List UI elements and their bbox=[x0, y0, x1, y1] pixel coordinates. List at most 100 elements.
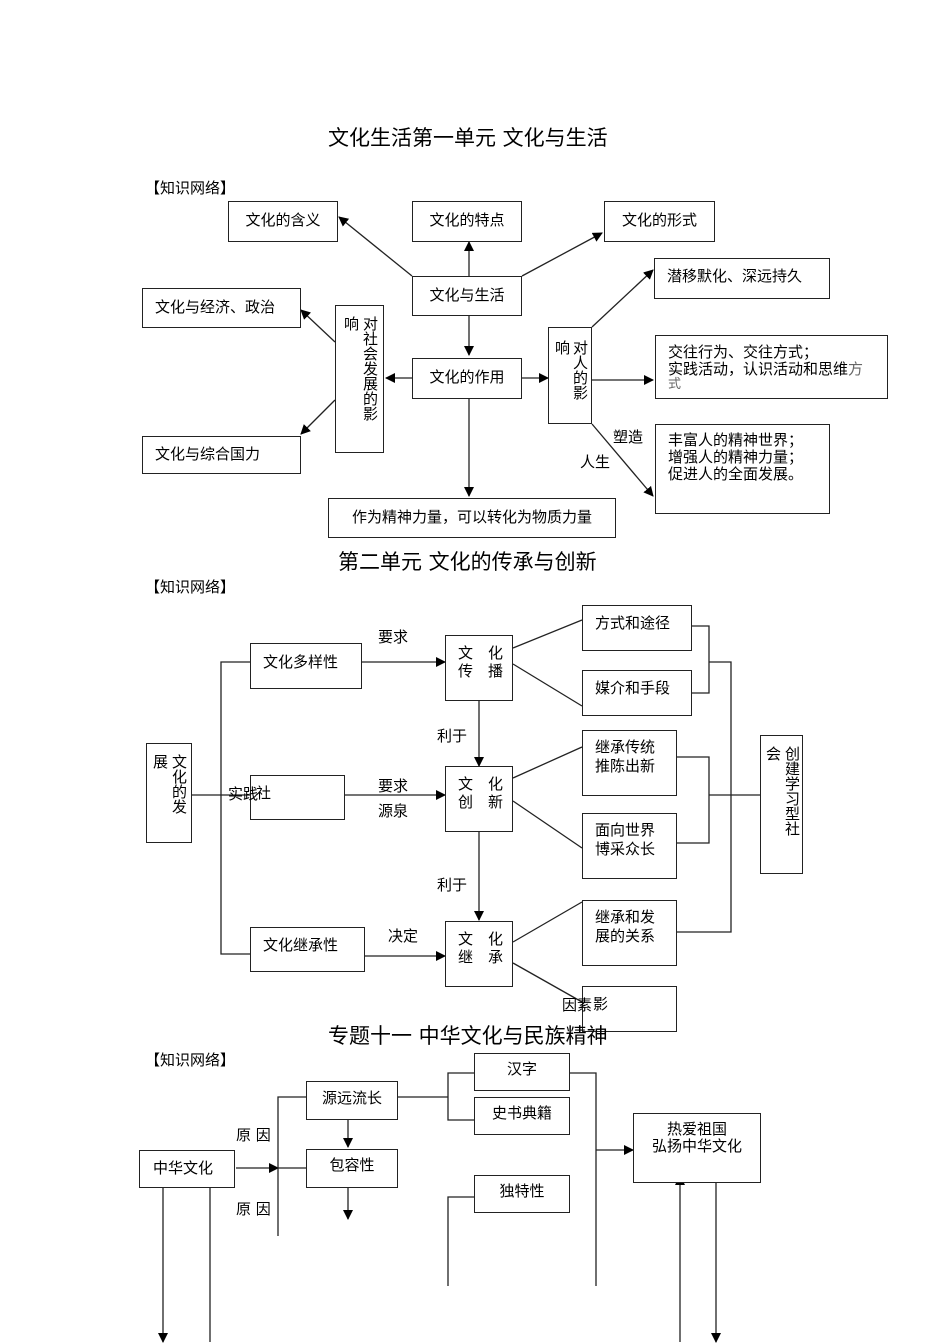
section1-title: 文化生活第一单元 文化与生活 bbox=[328, 126, 608, 150]
node-text: 交往行为、交往方式； bbox=[668, 343, 819, 361]
node-text: 文化的发 bbox=[170, 754, 188, 814]
node-culture-life: 文化与生活 bbox=[412, 276, 522, 316]
line-innov-world bbox=[512, 800, 583, 849]
node-text: 文化的特点 bbox=[429, 211, 505, 229]
node-text: 对社会发展的影 bbox=[361, 316, 379, 421]
node-text: 文化与经济、政治 bbox=[155, 298, 276, 316]
line-inherit-relation bbox=[512, 901, 583, 943]
node-text: 方式和途径 bbox=[595, 614, 671, 632]
node-face-world: 面向世界 博采众长 bbox=[582, 813, 677, 879]
node-text: 弘扬中华文化 bbox=[651, 1137, 742, 1155]
node-text: 社 bbox=[256, 784, 272, 802]
node-text: 包容性 bbox=[329, 1156, 375, 1174]
node-influence-factors: 影 bbox=[582, 986, 677, 1032]
node-text-line2: 实践活动，认识活动和思维方 bbox=[668, 360, 863, 378]
arrow-person-to-subtle bbox=[591, 269, 654, 328]
node-text: 博采众长 bbox=[595, 840, 656, 858]
node-text: 创 新 bbox=[458, 793, 504, 811]
edge-label-reason-1: 原 因 bbox=[236, 1126, 271, 1144]
node-text: 面向世界 bbox=[595, 821, 656, 839]
arrow-person-to-spirit bbox=[591, 423, 654, 497]
edge-label-shape: 塑造 bbox=[613, 428, 644, 446]
node-text: 独特性 bbox=[499, 1182, 545, 1200]
node-heritage: 文化继承性 bbox=[250, 927, 365, 972]
node-media: 媒介和手段 bbox=[582, 670, 692, 716]
node-text: 继 承 bbox=[458, 948, 504, 966]
node-text: 继承和发 bbox=[595, 908, 656, 926]
node-text: 影 bbox=[593, 995, 609, 1013]
node-text: 文化继承性 bbox=[263, 936, 339, 954]
node-text: 文 化 bbox=[458, 644, 504, 662]
trunk-right bbox=[677, 661, 732, 933]
node-text: 源远流长 bbox=[321, 1089, 382, 1107]
node-text: 丰富人的精神世界； bbox=[668, 431, 804, 449]
edge-label-decide: 决定 bbox=[388, 927, 419, 945]
line-innov-trad bbox=[512, 746, 583, 779]
node-text: 潜移默化、深远持久 bbox=[667, 267, 803, 285]
node-society-impact: 响 对社会发展的影 bbox=[335, 305, 384, 453]
node-subtle-lasting: 潜移默化、深远持久 bbox=[654, 258, 830, 299]
node-social-practice: 社 bbox=[250, 775, 345, 820]
node-culture-role: 文化的作用 bbox=[412, 358, 522, 399]
edge-label-require-2: 要求 bbox=[378, 777, 409, 795]
arrow-society-to-econ bbox=[300, 309, 336, 343]
node-chinese-characters: 汉字 bbox=[474, 1053, 570, 1091]
node-uniqueness: 独特性 bbox=[474, 1175, 570, 1213]
node-culture-development: 展 文化的发 bbox=[146, 743, 192, 843]
edge-label-reason-2: 原 因 bbox=[236, 1200, 271, 1218]
node-culture-meaning: 文化的含义 bbox=[228, 201, 338, 242]
node-text: 传 播 bbox=[458, 662, 504, 680]
node-text: 对人的影 bbox=[571, 340, 589, 400]
node-text: 文化的形式 bbox=[621, 211, 697, 229]
node-text: 文 化 bbox=[458, 930, 504, 948]
node-text: 实践活动，认识活动和思维 bbox=[668, 360, 849, 378]
node-text: 创建学习型社 bbox=[783, 746, 801, 836]
section2-network-label: 【知识网络】 bbox=[145, 578, 236, 596]
node-long-history: 源远流长 bbox=[306, 1081, 398, 1120]
node-inherit-tradition: 继承传统 推陈出新 bbox=[582, 730, 677, 796]
line-inherit-factors bbox=[512, 962, 583, 1003]
edge-label-life: 人生 bbox=[580, 453, 611, 471]
node-text: 文化与生活 bbox=[429, 286, 505, 304]
node-inclusiveness: 包容性 bbox=[306, 1149, 398, 1188]
node-culture-spread: 文 化 传 播 bbox=[445, 635, 513, 701]
edge-label-source: 源泉 bbox=[378, 802, 409, 820]
node-text: 热爱祖国 bbox=[666, 1120, 727, 1138]
node-text: 推陈出新 bbox=[595, 757, 656, 775]
node-text: 史书典籍 bbox=[491, 1104, 552, 1122]
edge-label-require-1: 要求 bbox=[378, 628, 409, 646]
line-unique-left bbox=[447, 1196, 474, 1286]
node-text: 增强人的精神力量； bbox=[668, 448, 804, 466]
node-text: 促进人的全面发展。 bbox=[668, 465, 804, 483]
node-text: 作为精神力量，可以转化为物质力量 bbox=[351, 508, 592, 526]
node-ways: 方式和途径 bbox=[582, 605, 692, 651]
node-culture-features: 文化的特点 bbox=[412, 201, 522, 242]
section2-title: 第二单元 文化的传承与创新 bbox=[338, 550, 597, 574]
node-inherit-relation: 继承和发 展的关系 bbox=[582, 900, 677, 966]
node-history-books: 史书典籍 bbox=[474, 1097, 570, 1135]
node-text: 媒介和手段 bbox=[595, 679, 671, 697]
line-spread-media bbox=[512, 663, 583, 707]
node-text: 文化的含义 bbox=[245, 211, 321, 229]
node-diversity: 文化多样性 bbox=[250, 643, 362, 689]
node-text: 继承传统 bbox=[595, 738, 656, 756]
arrow-life-to-forms bbox=[521, 232, 603, 277]
arrow-society-to-power bbox=[300, 399, 336, 435]
node-behavior: 交往行为、交往方式； 实践活动，认识活动和思维方 式 bbox=[655, 335, 888, 399]
arrow-life-to-meaning bbox=[338, 216, 413, 277]
bracket-chars-books bbox=[447, 1072, 474, 1121]
node-social-practice-overlap: 实践 bbox=[228, 785, 259, 803]
section3-network-label: 【知识网络】 bbox=[145, 1051, 236, 1069]
node-text: 文化与综合国力 bbox=[155, 445, 261, 463]
line-chars-right bbox=[570, 1072, 597, 1286]
section1-network-label: 【知识网络】 bbox=[145, 179, 236, 197]
node-learning-society: 会 创建学习型社 bbox=[760, 735, 803, 874]
bracket-ways-media bbox=[692, 625, 710, 694]
line-spread-ways bbox=[512, 619, 583, 649]
node-love-country: 热爱祖国 弘扬中华文化 bbox=[633, 1113, 761, 1183]
node-econ-politics: 文化与经济、政治 bbox=[142, 288, 301, 328]
bracket-trad-world bbox=[677, 756, 710, 844]
node-spirit: 丰富人的精神世界； 增强人的精神力量； 促进人的全面发展。 bbox=[655, 424, 830, 514]
node-material-force: 作为精神力量，可以转化为物质力量 bbox=[328, 498, 616, 538]
node-text: 会 bbox=[764, 746, 782, 761]
